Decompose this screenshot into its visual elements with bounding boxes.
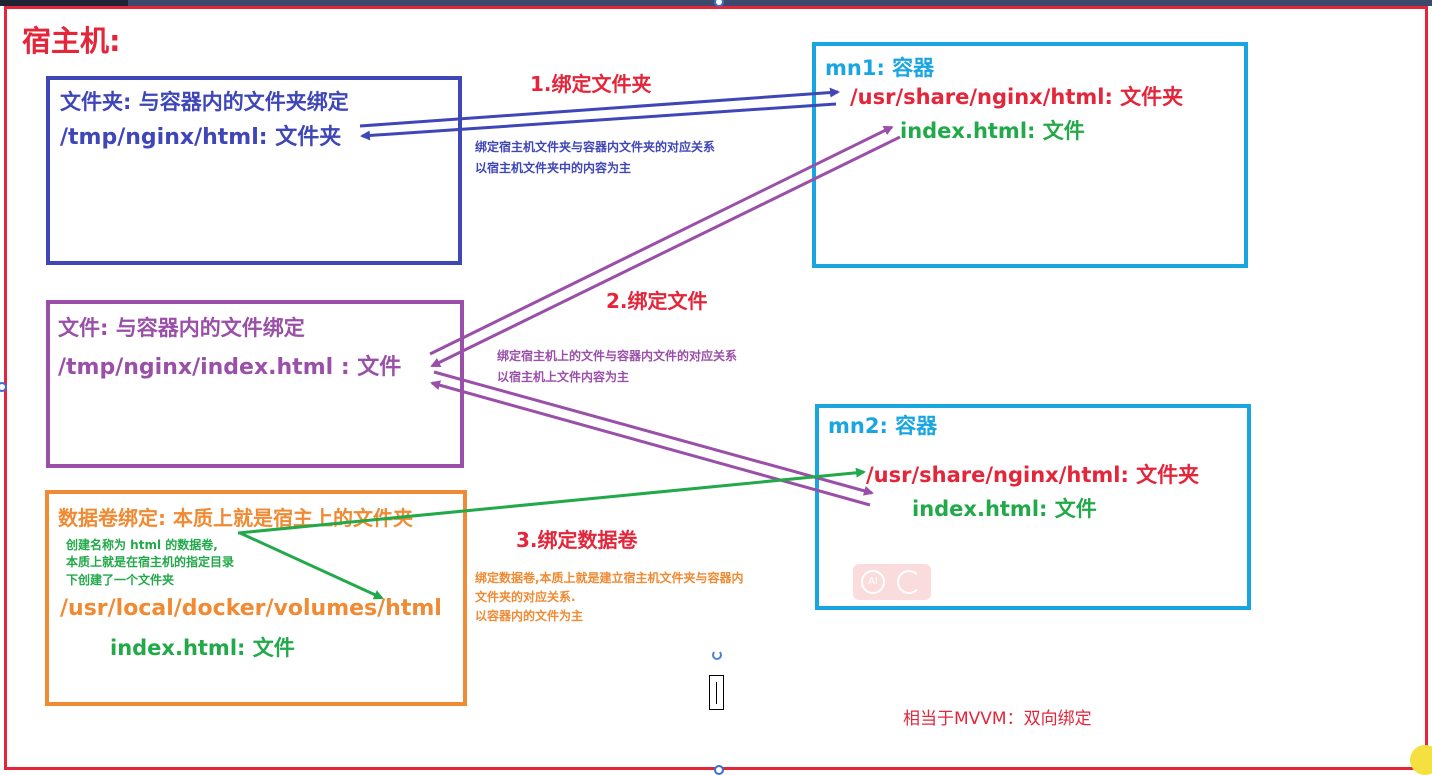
- folder-binding-box: [46, 76, 462, 265]
- arrow-container-to-folder: [360, 102, 837, 141]
- arrow-mn2-to-file: [430, 380, 871, 507]
- volume-file: index.html: 文件: [110, 636, 295, 660]
- volume-desc-line3: 下创建了一个文件夹: [66, 573, 175, 587]
- container-mn1-file: index.html: 文件: [900, 119, 1085, 143]
- resize-handle-top[interactable]: [714, 0, 724, 7]
- container-mn1-title: mn1: 容器: [825, 56, 935, 80]
- page-title: 宿主机:: [22, 24, 121, 58]
- container-mn1-box: [812, 42, 1248, 268]
- volume-binding-box: [45, 490, 467, 706]
- container-mn2-file: index.html: 文件: [912, 497, 1097, 521]
- volume-note-line1: 绑定数据卷,本质上就是建立宿主机文件夹与容器内: [475, 571, 744, 585]
- refresh-icon: [897, 570, 921, 594]
- volume-path: /usr/local/docker/volumes/html: [60, 596, 442, 621]
- arrow-file-to-mn2: [433, 370, 874, 496]
- file-note-line2: 以宿主机上文件内容为主: [497, 370, 630, 384]
- arrow-volume-to-mn2: [237, 467, 866, 535]
- file-binding-title: 文件: 与容器内的文件绑定: [58, 316, 305, 340]
- volume-desc-line2: 本质上就是在宿主机的指定目录: [66, 555, 235, 569]
- text-cursor-icon: [709, 675, 724, 710]
- container-mn2-folder: /usr/share/nginx/html: 文件夹: [866, 463, 1200, 487]
- arrow-label-folder: 1.绑定文件夹: [530, 72, 652, 96]
- footer-note: 相当于MVVM：双向绑定: [903, 709, 1092, 729]
- folder-note-line1: 绑定宿主机文件夹与容器内文件夹的对应关系: [475, 140, 716, 154]
- corner-marker: [1410, 745, 1432, 775]
- arrow-mn1-to-file: [430, 135, 901, 368]
- host-folder-path: /tmp/nginx/html: 文件夹: [60, 125, 342, 150]
- loading-spinner-icon: [712, 650, 722, 660]
- file-note-line1: 绑定宿主机上的文件与容器内文件的对应关系: [497, 349, 738, 363]
- folder-binding-title: 文件夹: 与容器内的文件夹绑定: [60, 90, 349, 114]
- arrow-file-to-mn1: [429, 125, 894, 356]
- volume-desc-line1: 创建名称为 html 的数据卷,: [66, 538, 218, 552]
- volume-binding-title: 数据卷绑定: 本质上就是宿主上的文件夹: [58, 506, 413, 530]
- volume-note-line2: 文件夹的对应关系.: [475, 590, 576, 604]
- arrow-label-volume: 3.绑定数据卷: [516, 528, 638, 552]
- arrow-folder-to-container: [359, 87, 840, 128]
- host-file-path: /tmp/nginx/index.html : 文件: [58, 355, 402, 380]
- file-binding-box: [46, 300, 464, 468]
- arrow-label-file: 2.绑定文件: [606, 289, 708, 313]
- container-mn1-folder: /usr/share/nginx/html: 文件夹: [850, 85, 1184, 109]
- top-tab: [0, 0, 128, 6]
- container-mn2-title: mn2: 容器: [828, 414, 938, 438]
- container-mn2-box: [815, 404, 1251, 610]
- arrow-volume-to-path: [239, 531, 384, 600]
- ai-assistant-badge[interactable]: AI: [853, 564, 931, 600]
- ai-icon: AI: [861, 570, 885, 594]
- folder-note-line2: 以宿主机文件夹中的内容为主: [475, 161, 632, 175]
- volume-note-line3: 以容器内的文件为主: [475, 609, 584, 623]
- resize-handle-left[interactable]: [0, 382, 7, 392]
